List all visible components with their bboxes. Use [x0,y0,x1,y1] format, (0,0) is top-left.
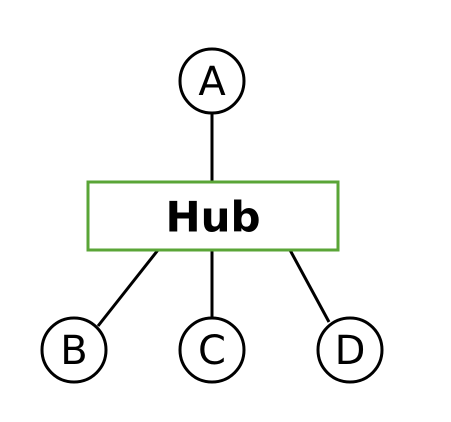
node-d: D [316,316,384,384]
node-c-circle [178,316,246,384]
node-c: C [178,316,246,384]
edge-hub-d [288,249,331,323]
node-d-circle [316,316,384,384]
hub-box [86,180,340,252]
node-b: B [40,316,108,384]
node-b-circle [40,316,108,384]
node-a-label: A [198,59,226,105]
node-a: A [178,47,246,115]
node-c-label: C [198,328,226,374]
hub-label: Hub [165,193,260,242]
node-d-label: D [335,328,366,374]
node-a-circle [178,47,246,115]
node-b-label: B [60,328,87,374]
edge-hub-b [96,249,160,327]
